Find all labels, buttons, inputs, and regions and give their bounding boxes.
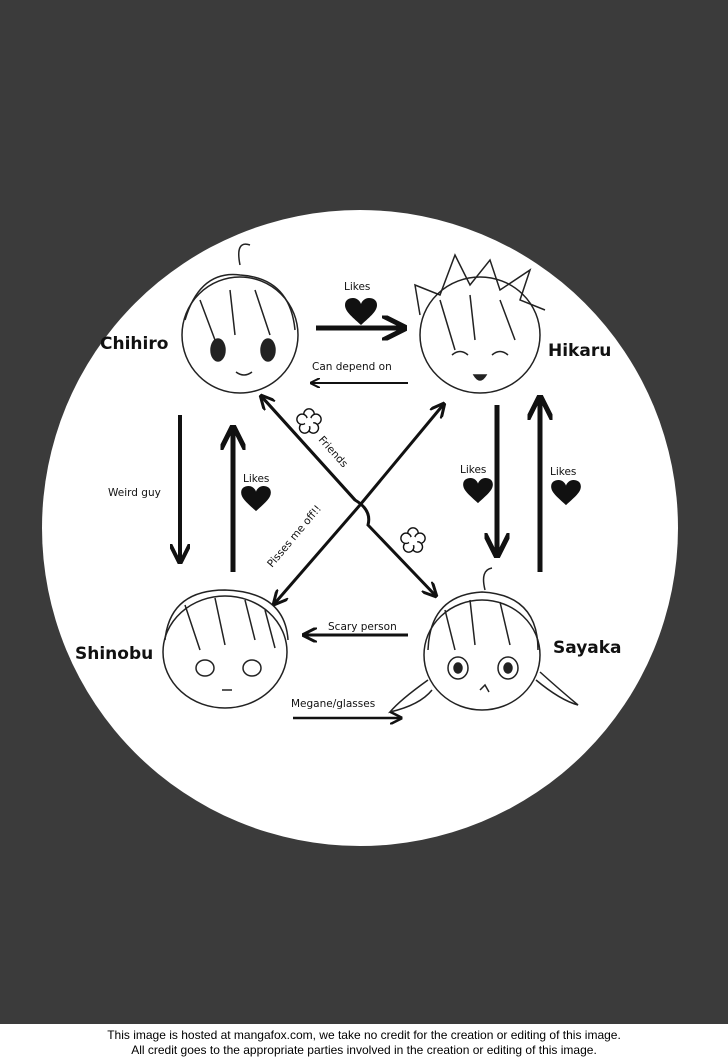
shinobu-portrait (162, 589, 289, 709)
label-sayaka-to-hikaru: Likes (550, 466, 576, 478)
credits-footer: This image is hosted at mangafox.com, we… (0, 1024, 728, 1064)
chihiro-portrait (181, 243, 299, 394)
name-hikaru: Hikaru (548, 341, 611, 361)
credits-line-2: All credit goes to the appropriate parti… (131, 1043, 597, 1057)
label-shinobu-to-chihiro: Likes (243, 473, 269, 485)
relationship-diagram: Chihiro Hikaru Shinobu Sayaka Likes Can … (42, 210, 678, 846)
hikaru-portrait (414, 253, 546, 394)
arrow-pisses-to-shinobu (275, 504, 362, 603)
label-shinobu-to-sayaka: Megane/glasses (291, 698, 375, 710)
label-chihiro-to-hikaru: Likes (344, 281, 370, 293)
credits-line-1: This image is hosted at mangafox.com, we… (107, 1028, 621, 1042)
label-hikaru-to-sayaka: Likes (460, 464, 486, 476)
label-sayaka-to-shinobu: Scary person (328, 621, 397, 633)
arrow-pisses-to-hikaru (358, 405, 443, 506)
diagram-circle (42, 210, 678, 846)
name-sayaka: Sayaka (553, 638, 622, 658)
name-chihiro: Chihiro (100, 334, 168, 354)
arrow-friends-to-sayaka (260, 395, 435, 595)
label-chihiro-to-shinobu: Weird guy (108, 487, 161, 499)
name-shinobu: Shinobu (75, 644, 153, 664)
arrow-friends-to-chihiro (262, 397, 357, 502)
label-hikaru-to-chihiro: Can depend on (312, 361, 392, 373)
